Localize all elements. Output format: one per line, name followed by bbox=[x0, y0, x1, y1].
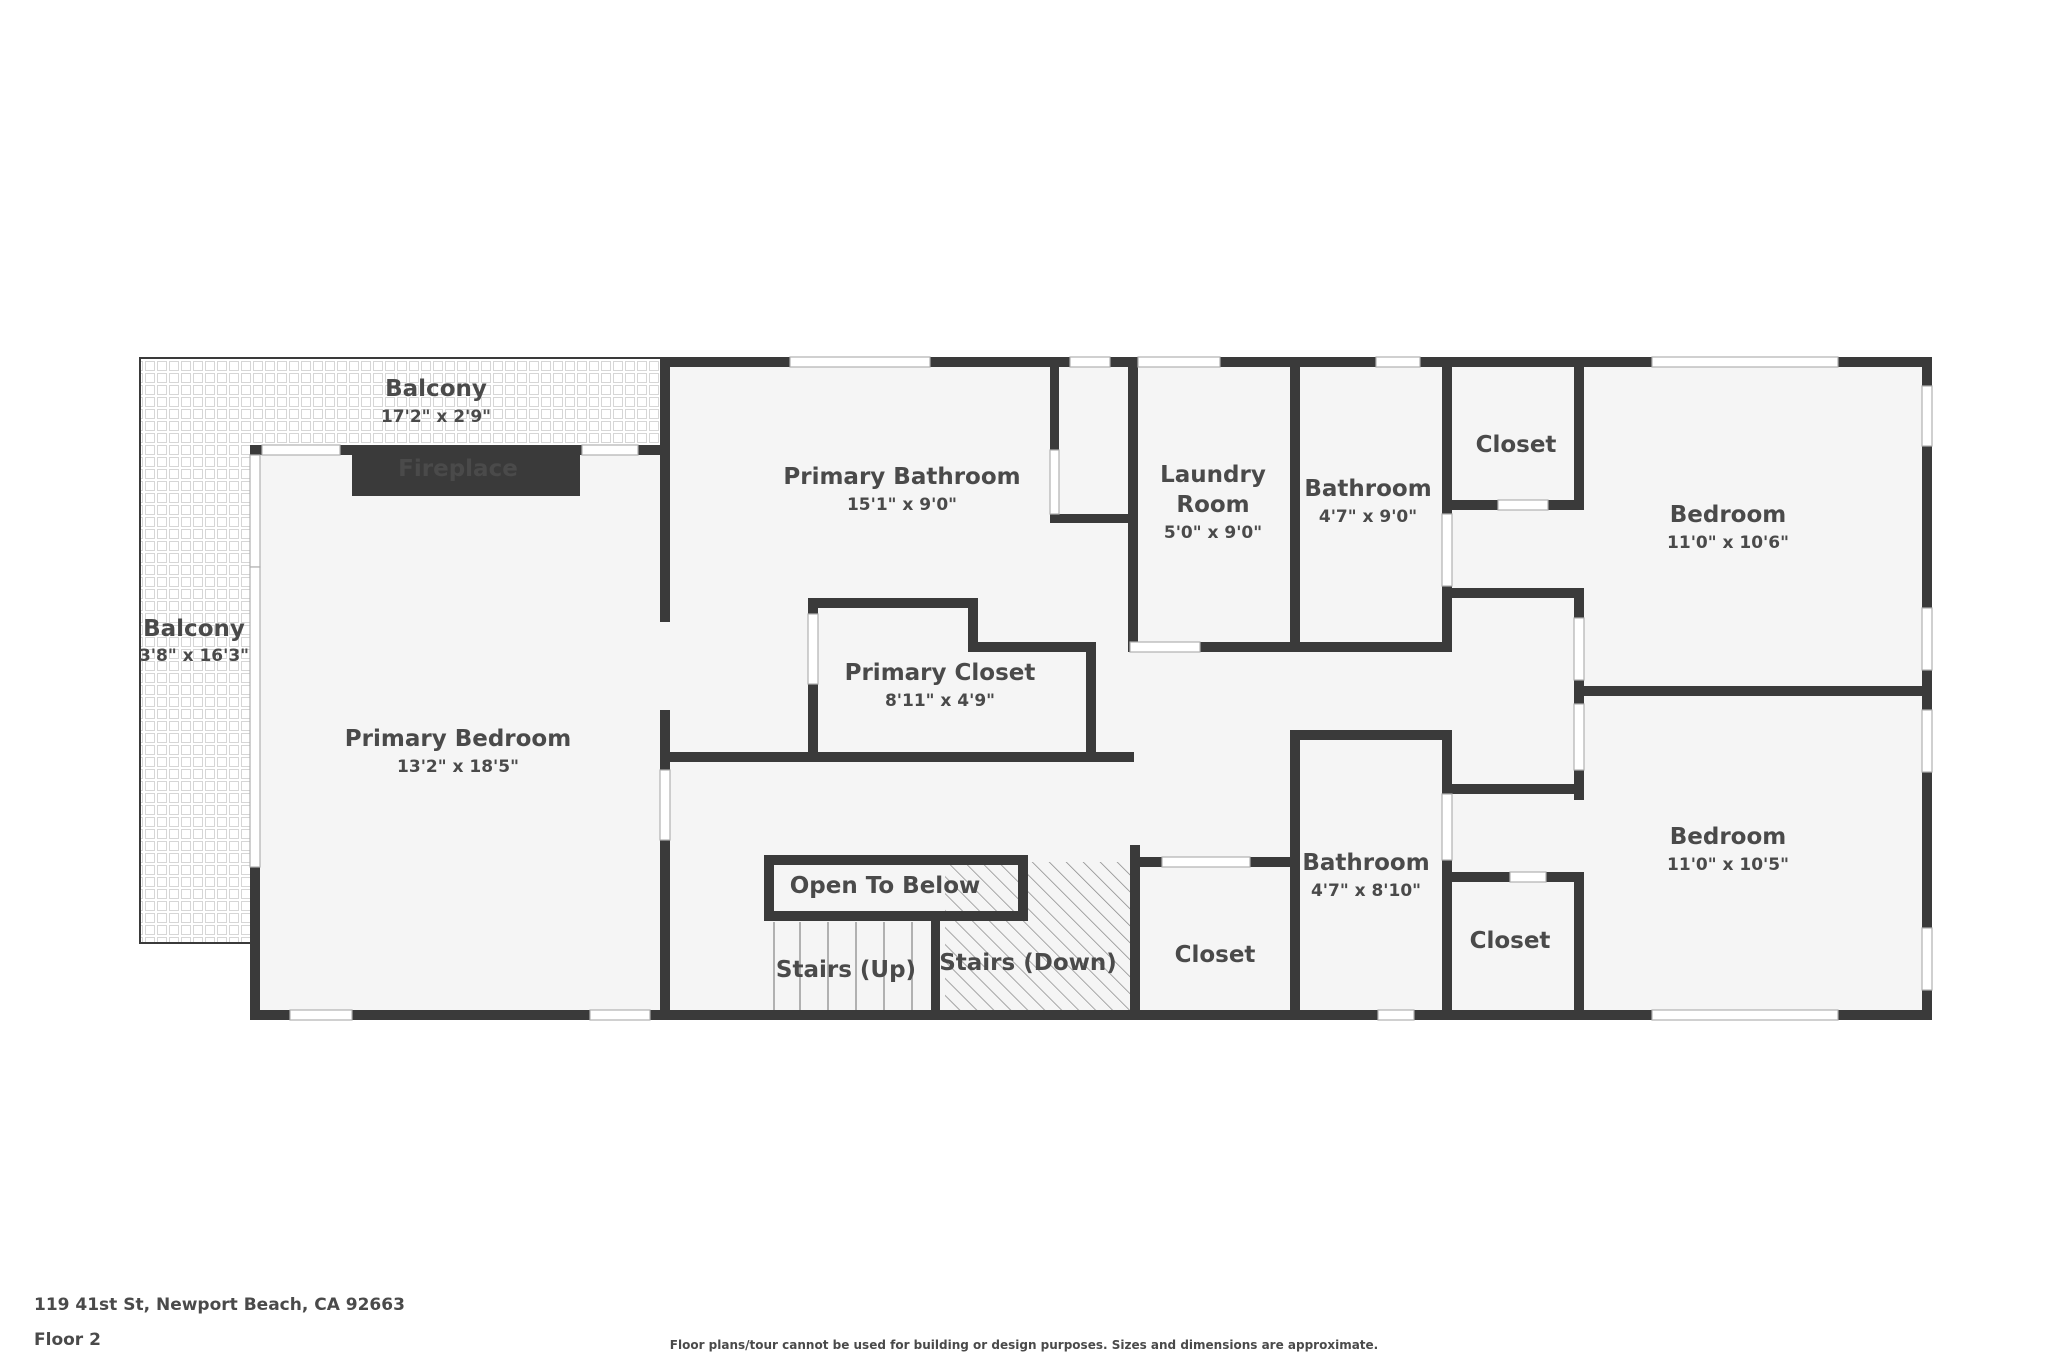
open-to-below-label: Open To Below bbox=[790, 873, 981, 899]
bathroom-lower-dims: 4'7" x 8'10" bbox=[1311, 881, 1421, 901]
laundry-room-label-line2: Room bbox=[1176, 492, 1249, 518]
closet-lower-label: Closet bbox=[1175, 942, 1256, 968]
disclaimer-text: Floor plans/tour cannot be used for buil… bbox=[669, 1338, 1379, 1352]
balcony-outline bbox=[139, 357, 660, 944]
bathroom-upper-dims: 4'7" x 9'0" bbox=[1319, 507, 1417, 527]
stairs-up-treads bbox=[773, 922, 913, 1012]
balcony-side-label: Balcony bbox=[143, 616, 245, 642]
primary-closet-dims: 8'11" x 4'9" bbox=[885, 691, 995, 711]
windows bbox=[249, 356, 1933, 1021]
bedroom-lower-label: Bedroom bbox=[1670, 824, 1787, 850]
balcony-top-dims: 17'2" x 2'9" bbox=[381, 407, 491, 427]
balcony-side-dims: 3'8" x 16'3" bbox=[139, 646, 249, 666]
bedroom-lower-dims: 11'0" x 10'5" bbox=[1667, 855, 1789, 875]
closet-lower-right-label: Closet bbox=[1470, 928, 1551, 954]
laundry-room-dims: 5'0" x 9'0" bbox=[1164, 523, 1262, 543]
balcony-top-label: Balcony bbox=[385, 376, 487, 402]
primary-bedroom-dims: 13'2" x 18'5" bbox=[397, 757, 519, 777]
bedroom-upper-dims: 11'0" x 10'6" bbox=[1667, 533, 1789, 553]
stairs-up-label: Stairs (Up) bbox=[776, 957, 916, 983]
stairs-down-label: Stairs (Down) bbox=[939, 950, 1117, 976]
floor-label: Floor 2 bbox=[34, 1330, 101, 1350]
property-address: 119 41st St, Newport Beach, CA 92663 bbox=[34, 1295, 405, 1315]
balcony-areas bbox=[139, 357, 660, 944]
room-labels: Balcony 17'2" x 2'9" Fireplace Balcony 3… bbox=[139, 376, 1789, 983]
bathroom-upper-label: Bathroom bbox=[1304, 476, 1431, 502]
balcony-side-area bbox=[140, 358, 252, 943]
primary-bathroom-label: Primary Bathroom bbox=[783, 464, 1020, 490]
fireplace-label: Fireplace bbox=[398, 456, 518, 482]
stairs-down-hatch bbox=[945, 862, 1135, 1012]
bathroom-lower-label: Bathroom bbox=[1302, 850, 1429, 876]
bedroom-upper-label: Bedroom bbox=[1670, 502, 1787, 528]
primary-bedroom-label: Primary Bedroom bbox=[345, 726, 571, 752]
laundry-room-label-line1: Laundry bbox=[1160, 462, 1266, 488]
closet-upper-label: Closet bbox=[1476, 432, 1557, 458]
primary-bathroom-dims: 15'1" x 9'0" bbox=[847, 495, 957, 515]
primary-closet-label: Primary Closet bbox=[845, 660, 1036, 686]
